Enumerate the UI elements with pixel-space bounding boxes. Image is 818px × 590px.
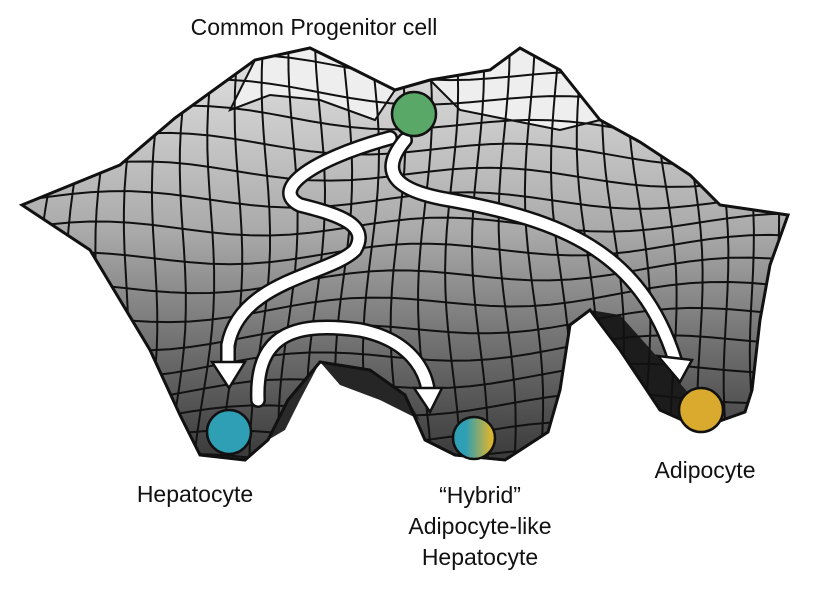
- hepatocyte-cell: [205, 408, 253, 456]
- mesh-line: [523, 48, 545, 460]
- progenitor-cell: [390, 90, 438, 138]
- hybrid-cell: [451, 415, 497, 461]
- arrow-to-adipocyte: [384, 132, 694, 385]
- valley-wall-middle: [320, 362, 420, 420]
- label-hepatocyte: Hepatocyte: [136, 481, 254, 507]
- valley-wall-left: [268, 362, 320, 440]
- arrow-to-hepatocyte: [209, 130, 398, 391]
- adipocyte-cell: [677, 386, 725, 434]
- mesh-line: [22, 420, 788, 452]
- mesh-line: [444, 48, 462, 460]
- label-progenitor: Common Progenitor cell: [190, 14, 438, 40]
- mesh-line: [219, 48, 244, 460]
- label-adipocyte: Adipocyte: [654, 457, 756, 483]
- mesh-line: [192, 48, 219, 460]
- mesh-line: [497, 48, 517, 460]
- mesh-line: [22, 190, 788, 210]
- mesh-line: [22, 48, 43, 460]
- mesh-line: [782, 48, 788, 460]
- label-hybrid: “Hybrid” Adipocyte-like Hepatocyte: [360, 480, 600, 573]
- mesh-line: [277, 48, 299, 460]
- label-hybrid-line-1: “Hybrid”: [439, 482, 521, 508]
- label-hybrid-line-3: Hepatocyte: [421, 544, 539, 570]
- mesh-line: [470, 48, 490, 460]
- mesh-line: [22, 233, 788, 266]
- arrow-to-hybrid: [249, 319, 445, 415]
- mesh-line: [36, 48, 70, 460]
- mesh-line: [22, 256, 788, 295]
- label-hybrid-line-2: Adipocyte-like: [408, 513, 552, 539]
- mesh-line: [22, 280, 788, 324]
